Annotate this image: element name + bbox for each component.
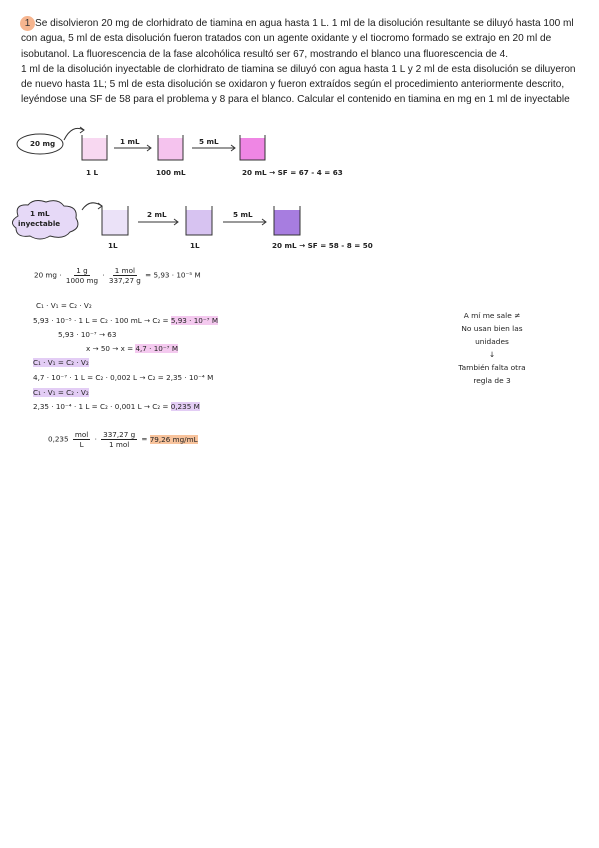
calc-line-2: 5,93 · 10⁻⁵ · 1 L = C₂ · 100 mL → C₂ = 5…	[33, 316, 219, 325]
fraction-numerator: 1 mol	[112, 266, 137, 276]
highlighted-concentration: 5,93 · 10⁻⁷ M	[170, 316, 219, 325]
rule-of-three-line-1: 5,93 · 10⁻⁷ → 63	[58, 330, 117, 339]
problem-statement: Se disolvieron 20 mg de clorhidrato de t…	[21, 16, 581, 108]
fraction-numerator: 1 g	[74, 266, 90, 276]
problem-paragraph-1: Se disolvieron 20 mg de clorhidrato de t…	[21, 18, 574, 60]
sample-cloud-1	[16, 133, 64, 155]
beaker-3-result: 20 mL → SF = 67 - 4 = 63	[242, 168, 343, 177]
down-arrow-icon: ↓	[488, 350, 496, 359]
note-line: No usan bien las	[461, 324, 523, 333]
conversion-lhs: 20 mg ·	[34, 270, 62, 280]
beaker-6	[273, 206, 301, 236]
calc-text: 5,93 · 10⁻⁵ · 1 L = C₂ · 100 mL → C₂ =	[33, 316, 169, 325]
beaker-3	[239, 135, 266, 161]
arrow-2-label: 5 mL	[199, 137, 219, 146]
sample-label-inyectable: inyectable	[18, 219, 61, 228]
beaker-6-result: 20 mL → SF = 58 - 8 = 50	[272, 241, 373, 250]
beaker-4-label: 1L	[108, 241, 118, 250]
beaker-2	[157, 135, 184, 161]
dilution-formula-3: C₁ · V₁ = C₂ · V₂	[33, 388, 89, 397]
arrow-1-label: 1 mL	[120, 137, 140, 146]
beaker-5	[185, 206, 213, 236]
calc-text: x → 50 → x =	[86, 344, 134, 353]
note-line: También falta otra	[458, 363, 526, 372]
calc-line-8: 2,35 · 10⁻⁴ · 1 L = C₂ · 0,001 L → C₂ = …	[33, 402, 200, 411]
fraction-denominator: 1000 mg	[65, 276, 99, 285]
dilution-diagram-2	[12, 200, 301, 240]
arrow-4-label: 5 mL	[233, 210, 253, 219]
problem-paragraph-2: 1 ml de la disolución inyectable de clor…	[21, 63, 576, 106]
highlighted-concentration: 0,235 M	[170, 402, 200, 411]
beaker-1	[81, 135, 108, 161]
curved-arrow-1	[63, 127, 85, 141]
rule-of-three-line-2: x → 50 → x = 4,7 · 10⁻⁷ M	[86, 344, 179, 353]
note-line: regla de 3	[473, 376, 511, 385]
problem-number-badge: 1	[20, 16, 35, 31]
beaker-2-label: 100 mL	[156, 168, 186, 177]
dilution-formula-1: C₁ · V₁ = C₂ · V₂	[36, 301, 92, 310]
fraction-numerator: 337,27 g	[101, 430, 138, 440]
sample-label-20mg: 20 mg	[30, 139, 56, 148]
final-lhs: 0,235	[48, 434, 69, 444]
highlighted-concentration: 4,7 · 10⁻⁷ M	[135, 344, 179, 353]
beaker-5-label: 1L	[190, 241, 200, 250]
fraction-denominator: 337,27 g	[108, 276, 141, 285]
dilution-diagram-1	[16, 126, 266, 161]
side-note: A mí me sale ≠ No usan bien las unidades…	[432, 309, 552, 387]
conversion-result: = 5,93 · 10⁻⁵ M	[145, 270, 201, 280]
fraction-numerator: mol	[72, 430, 91, 440]
beaker-4	[101, 206, 129, 236]
fraction-denominator: L	[79, 440, 84, 449]
note-line: unidades	[475, 337, 509, 346]
arrow-3-label: 2 mL	[147, 210, 167, 219]
note-line: A mí me sale ≠	[463, 311, 521, 320]
fraction-denominator: 1 mol	[109, 440, 130, 449]
beaker-1-label: 1 L	[86, 168, 99, 177]
calc-text: 2,35 · 10⁻⁴ · 1 L = C₂ · 0,001 L → C₂ =	[33, 402, 169, 411]
calc-line-6: 4,7 · 10⁻⁷ · 1 L = C₂ · 0,002 L → C₂ = 2…	[33, 373, 214, 382]
final-result: 79,26 mg/mL	[149, 434, 198, 444]
dilution-formula-2: C₁ · V₁ = C₂ · V₂	[33, 358, 89, 367]
sample-label-1ml: 1 mL	[30, 209, 50, 218]
sample-cloud-2	[12, 200, 79, 240]
